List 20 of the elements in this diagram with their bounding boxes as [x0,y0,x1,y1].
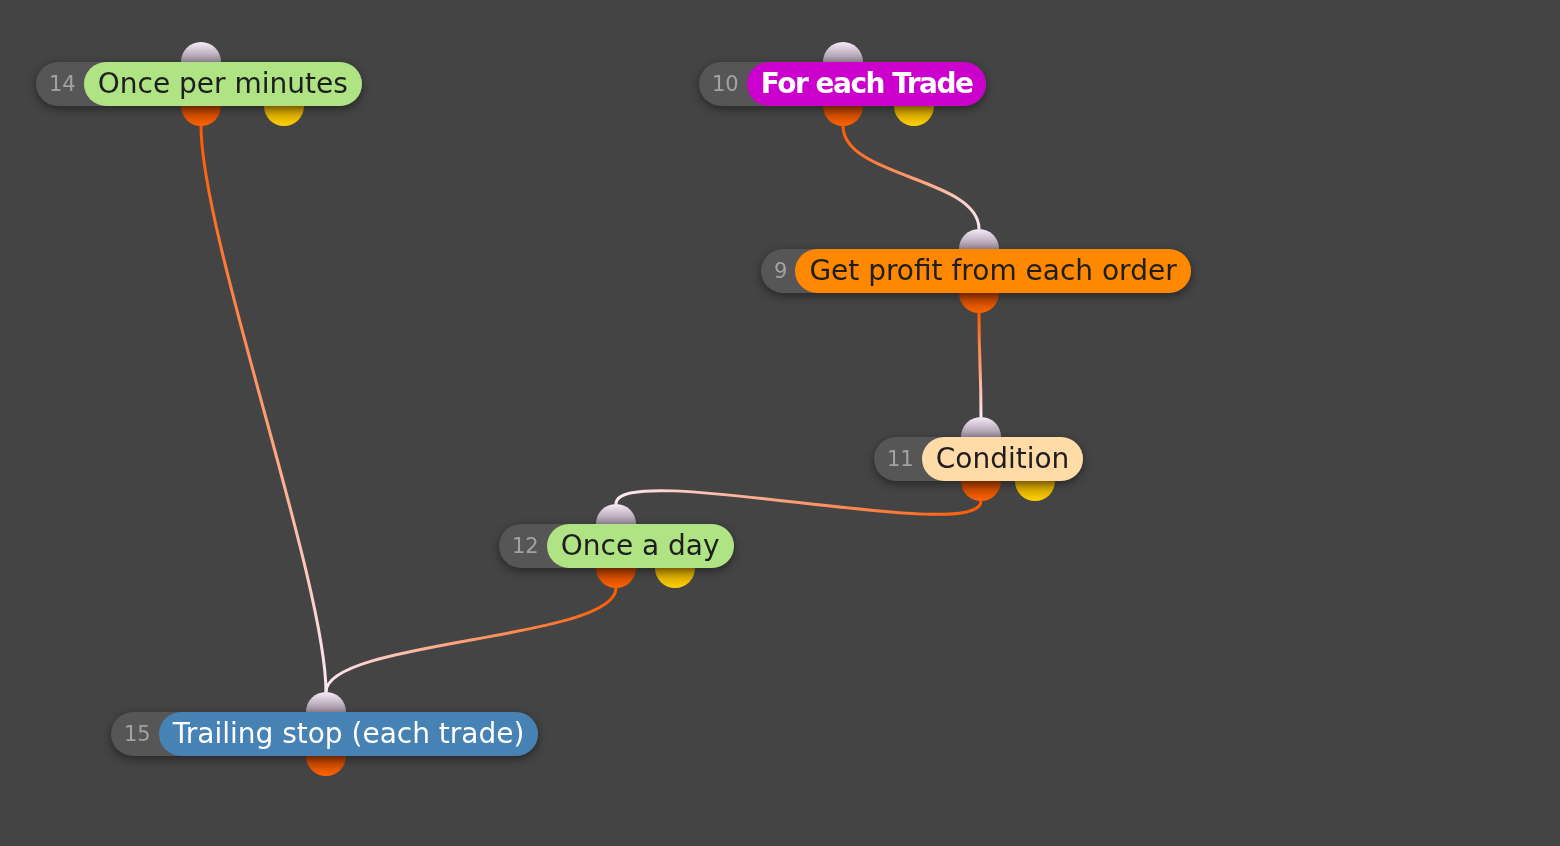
node-number: 12 [511,535,540,557]
node-number: 14 [48,73,77,95]
connector-line [199,125,328,693]
node-title: Once per minutes [83,62,362,106]
node-title: Once a day [546,524,734,568]
node-number: 10 [711,73,740,95]
node-pill [699,62,987,106]
connector-line [841,125,981,230]
connector-line [614,489,983,516]
node-number: 11 [886,448,915,470]
node-number: 15 [123,723,152,745]
node-number: 9 [773,260,789,282]
node-title: For each Trade [746,62,987,106]
connector-line [324,587,618,693]
node-pill [499,524,734,568]
node-title: Get profit from each order [795,249,1191,293]
node-pill [874,437,1084,481]
connector-line [977,313,983,417]
node-title: Condition [921,437,1084,481]
node-title: Trailing stop (each trade) [158,712,539,756]
